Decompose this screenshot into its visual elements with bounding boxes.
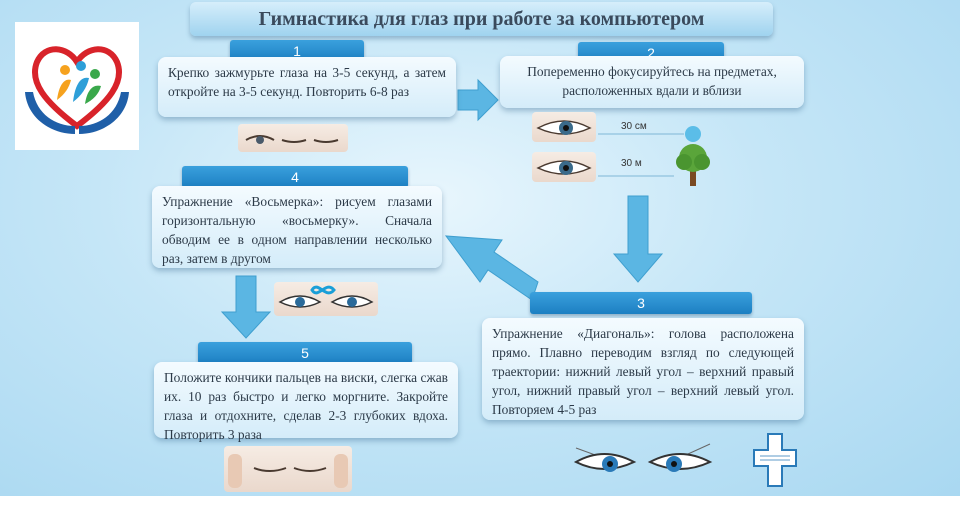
step-3-card: Упражнение «Диагональ»: голова расположе… xyxy=(482,318,804,420)
title-banner: Гимнастика для глаз при работе за компью… xyxy=(190,2,773,36)
figure-eight-eyes-image xyxy=(274,282,378,316)
far-distance-line xyxy=(598,175,674,177)
step-2-card: Попеременно фокусируйтесь на предметах, … xyxy=(500,56,804,108)
page-title: Гимнастика для глаз при работе за компью… xyxy=(258,7,705,30)
near-distance-label: 30 см xyxy=(621,121,647,132)
near-distance-line xyxy=(598,133,684,135)
poster-canvas: Гимнастика для глаз при работе за компью… xyxy=(0,0,960,496)
flow-arrows xyxy=(220,78,664,339)
step-4-number: 4 xyxy=(182,166,408,188)
step-2-text: Попеременно фокусируйтесь на предметах, … xyxy=(527,64,777,98)
eye-icon xyxy=(536,120,592,135)
step-1-card: Крепко зажмурьте глаза на 3-5 секунд, а … xyxy=(158,57,456,117)
heart-hands-icon xyxy=(25,46,129,134)
step-5-number: 5 xyxy=(198,342,412,364)
step-5-text: Положите кончики пальцев на виски, слегк… xyxy=(164,370,448,442)
eye-near-image xyxy=(532,112,596,142)
eyes-icon xyxy=(245,135,339,144)
medical-cross-badge xyxy=(752,432,798,488)
arrow-2-to-3 xyxy=(612,195,664,283)
far-distance-label: 30 м xyxy=(621,158,642,169)
step-3-text: Упражнение «Диагональ»: голова расположе… xyxy=(492,326,794,417)
medical-cross-icon xyxy=(753,433,797,487)
step-4-text: Упражнение «Восьмерка»: рисуем глазами г… xyxy=(162,194,432,266)
arrow-4-to-5 xyxy=(220,275,272,339)
closed-open-eyes-image xyxy=(238,124,348,152)
closed-eyes-fingers-icon xyxy=(228,454,348,488)
figure-eight-eyes-icon xyxy=(278,285,374,308)
eye-icon xyxy=(536,160,592,175)
step-1-text: Крепко зажмурьте глаза на 3-5 секунд, а … xyxy=(168,65,446,99)
step-4-card: Упражнение «Восьмерка»: рисуем глазами г… xyxy=(152,186,442,268)
step-1-number: 1 xyxy=(230,40,364,62)
step-5-card: Положите кончики пальцев на виски, слегк… xyxy=(154,362,458,442)
arrow-1-to-2 xyxy=(457,78,499,122)
arrow-3-to-4 xyxy=(444,235,539,301)
near-dot-icon xyxy=(685,126,701,142)
step-3-number: 3 xyxy=(530,292,752,314)
fingers-temples-image xyxy=(224,446,352,492)
diagonal-eyes-image xyxy=(570,436,716,480)
org-logo xyxy=(15,22,139,150)
tree-icon xyxy=(676,144,710,186)
eyes-diagonal-icon xyxy=(573,443,713,472)
eye-far-image xyxy=(532,152,596,182)
